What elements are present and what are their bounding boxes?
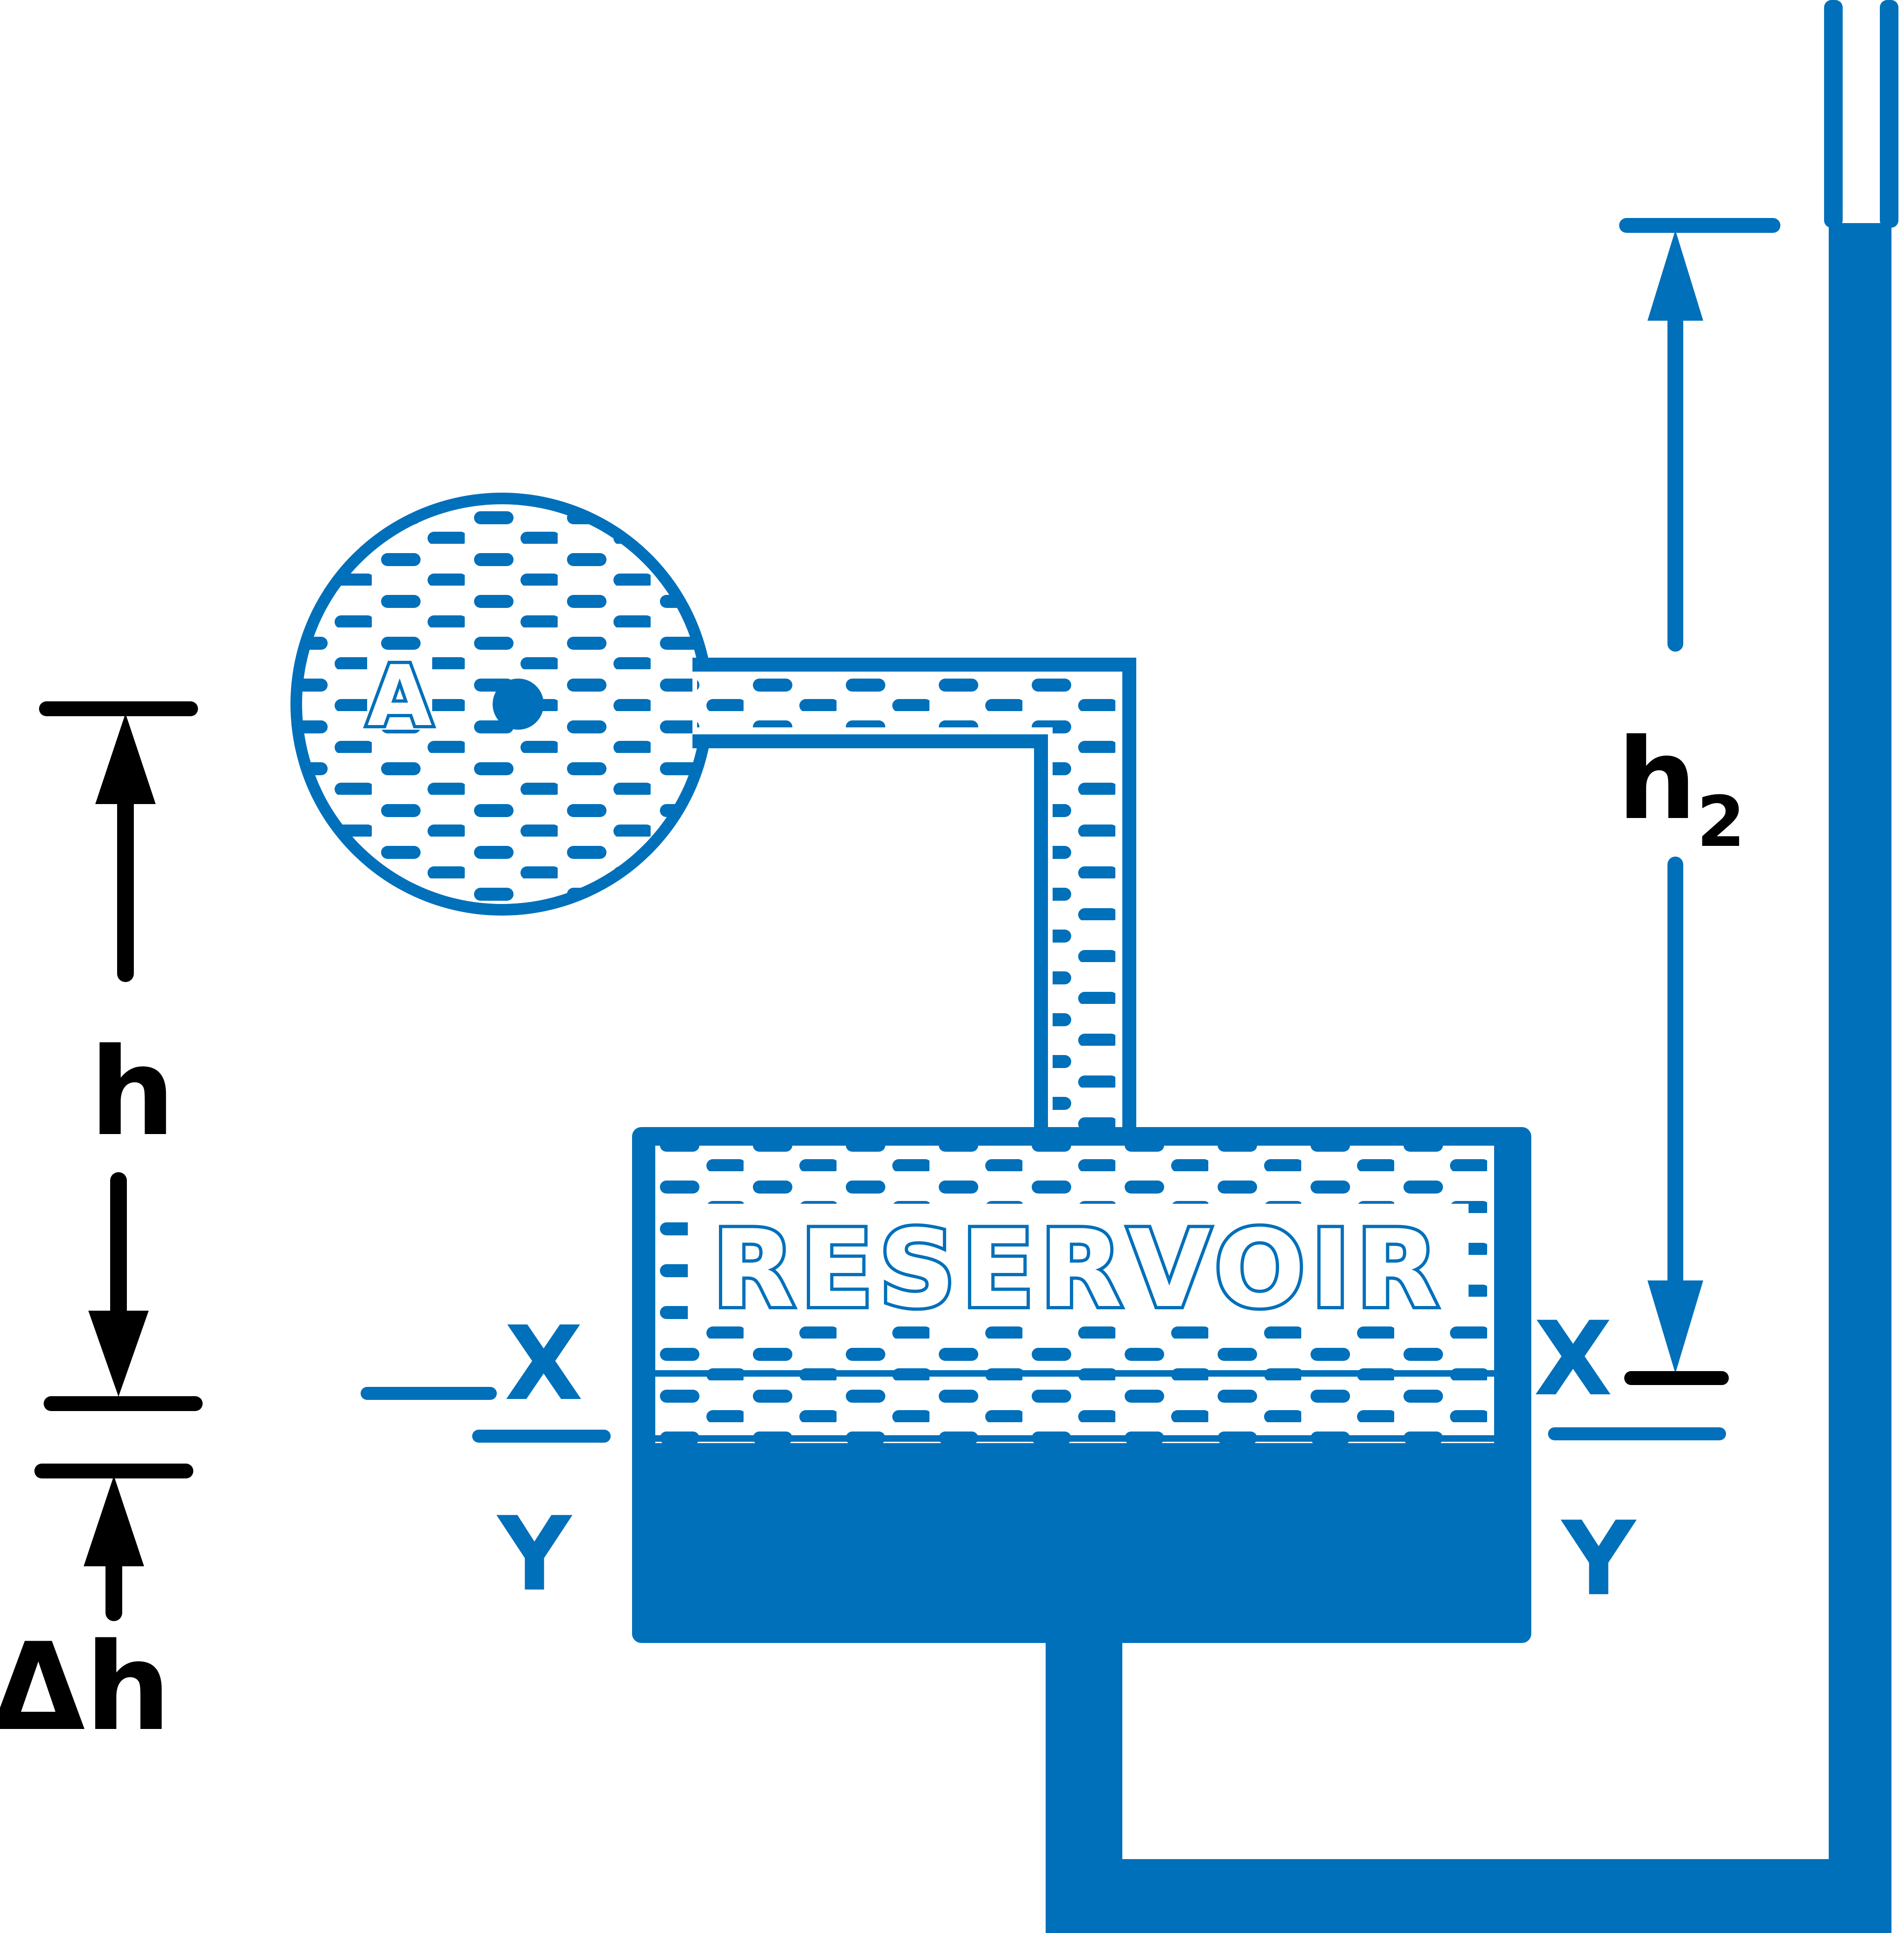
connecting-tube: [692, 658, 1136, 1141]
limb-open-wall-left: [1824, 0, 1843, 228]
h2-down-arrow-head: [1647, 1280, 1703, 1373]
bulb-label-bg: [367, 651, 432, 730]
limb-right-leg-liquid: [1829, 223, 1891, 1933]
delta-h-up-arrow-head: [84, 1476, 144, 1566]
reservoir: RESERVOIR: [632, 1127, 1531, 1643]
level-marks-left: X Y: [361, 1304, 611, 1614]
h2-label-base: h: [1617, 714, 1697, 844]
level-y-left-label: Y: [496, 1495, 573, 1614]
level-marks-right: X Y: [1534, 1300, 1726, 1618]
manometer-limb: [1046, 0, 1898, 1933]
tube-vertical-hatching: [1053, 679, 1118, 1139]
dimension-h: h: [39, 701, 203, 1411]
h-down-arrow-head: [88, 1311, 149, 1397]
reservoir-surface-hatching: [655, 1376, 1494, 1436]
level-x-left-label: X: [504, 1304, 583, 1423]
limb-bottom: [1046, 1859, 1891, 1933]
dimension-delta-h: Δh: [0, 1464, 193, 1758]
h-label: h: [89, 1023, 175, 1163]
level-y-right-label: Y: [1560, 1499, 1637, 1618]
h2-label: h2: [1617, 714, 1745, 863]
limb-open-bore: [1843, 0, 1880, 218]
bulb-label: A: [367, 648, 432, 745]
bulb-a: A: [290, 493, 713, 916]
reservoir-label-bg: [688, 1204, 1469, 1325]
reservoir-label: RESERVOIR: [712, 1207, 1444, 1332]
h2-label-subscript: 2: [1697, 782, 1745, 863]
tube-horizontal-hatching: [697, 679, 1115, 727]
level-x-right-label: X: [1534, 1300, 1613, 1418]
dimension-h2: h2: [1617, 218, 1780, 1385]
limb-open-wall-right: [1880, 0, 1898, 228]
h2-up-arrow-head: [1647, 230, 1703, 321]
delta-h-label: Δh: [0, 1617, 171, 1758]
bulb-point-marker: [493, 679, 544, 730]
